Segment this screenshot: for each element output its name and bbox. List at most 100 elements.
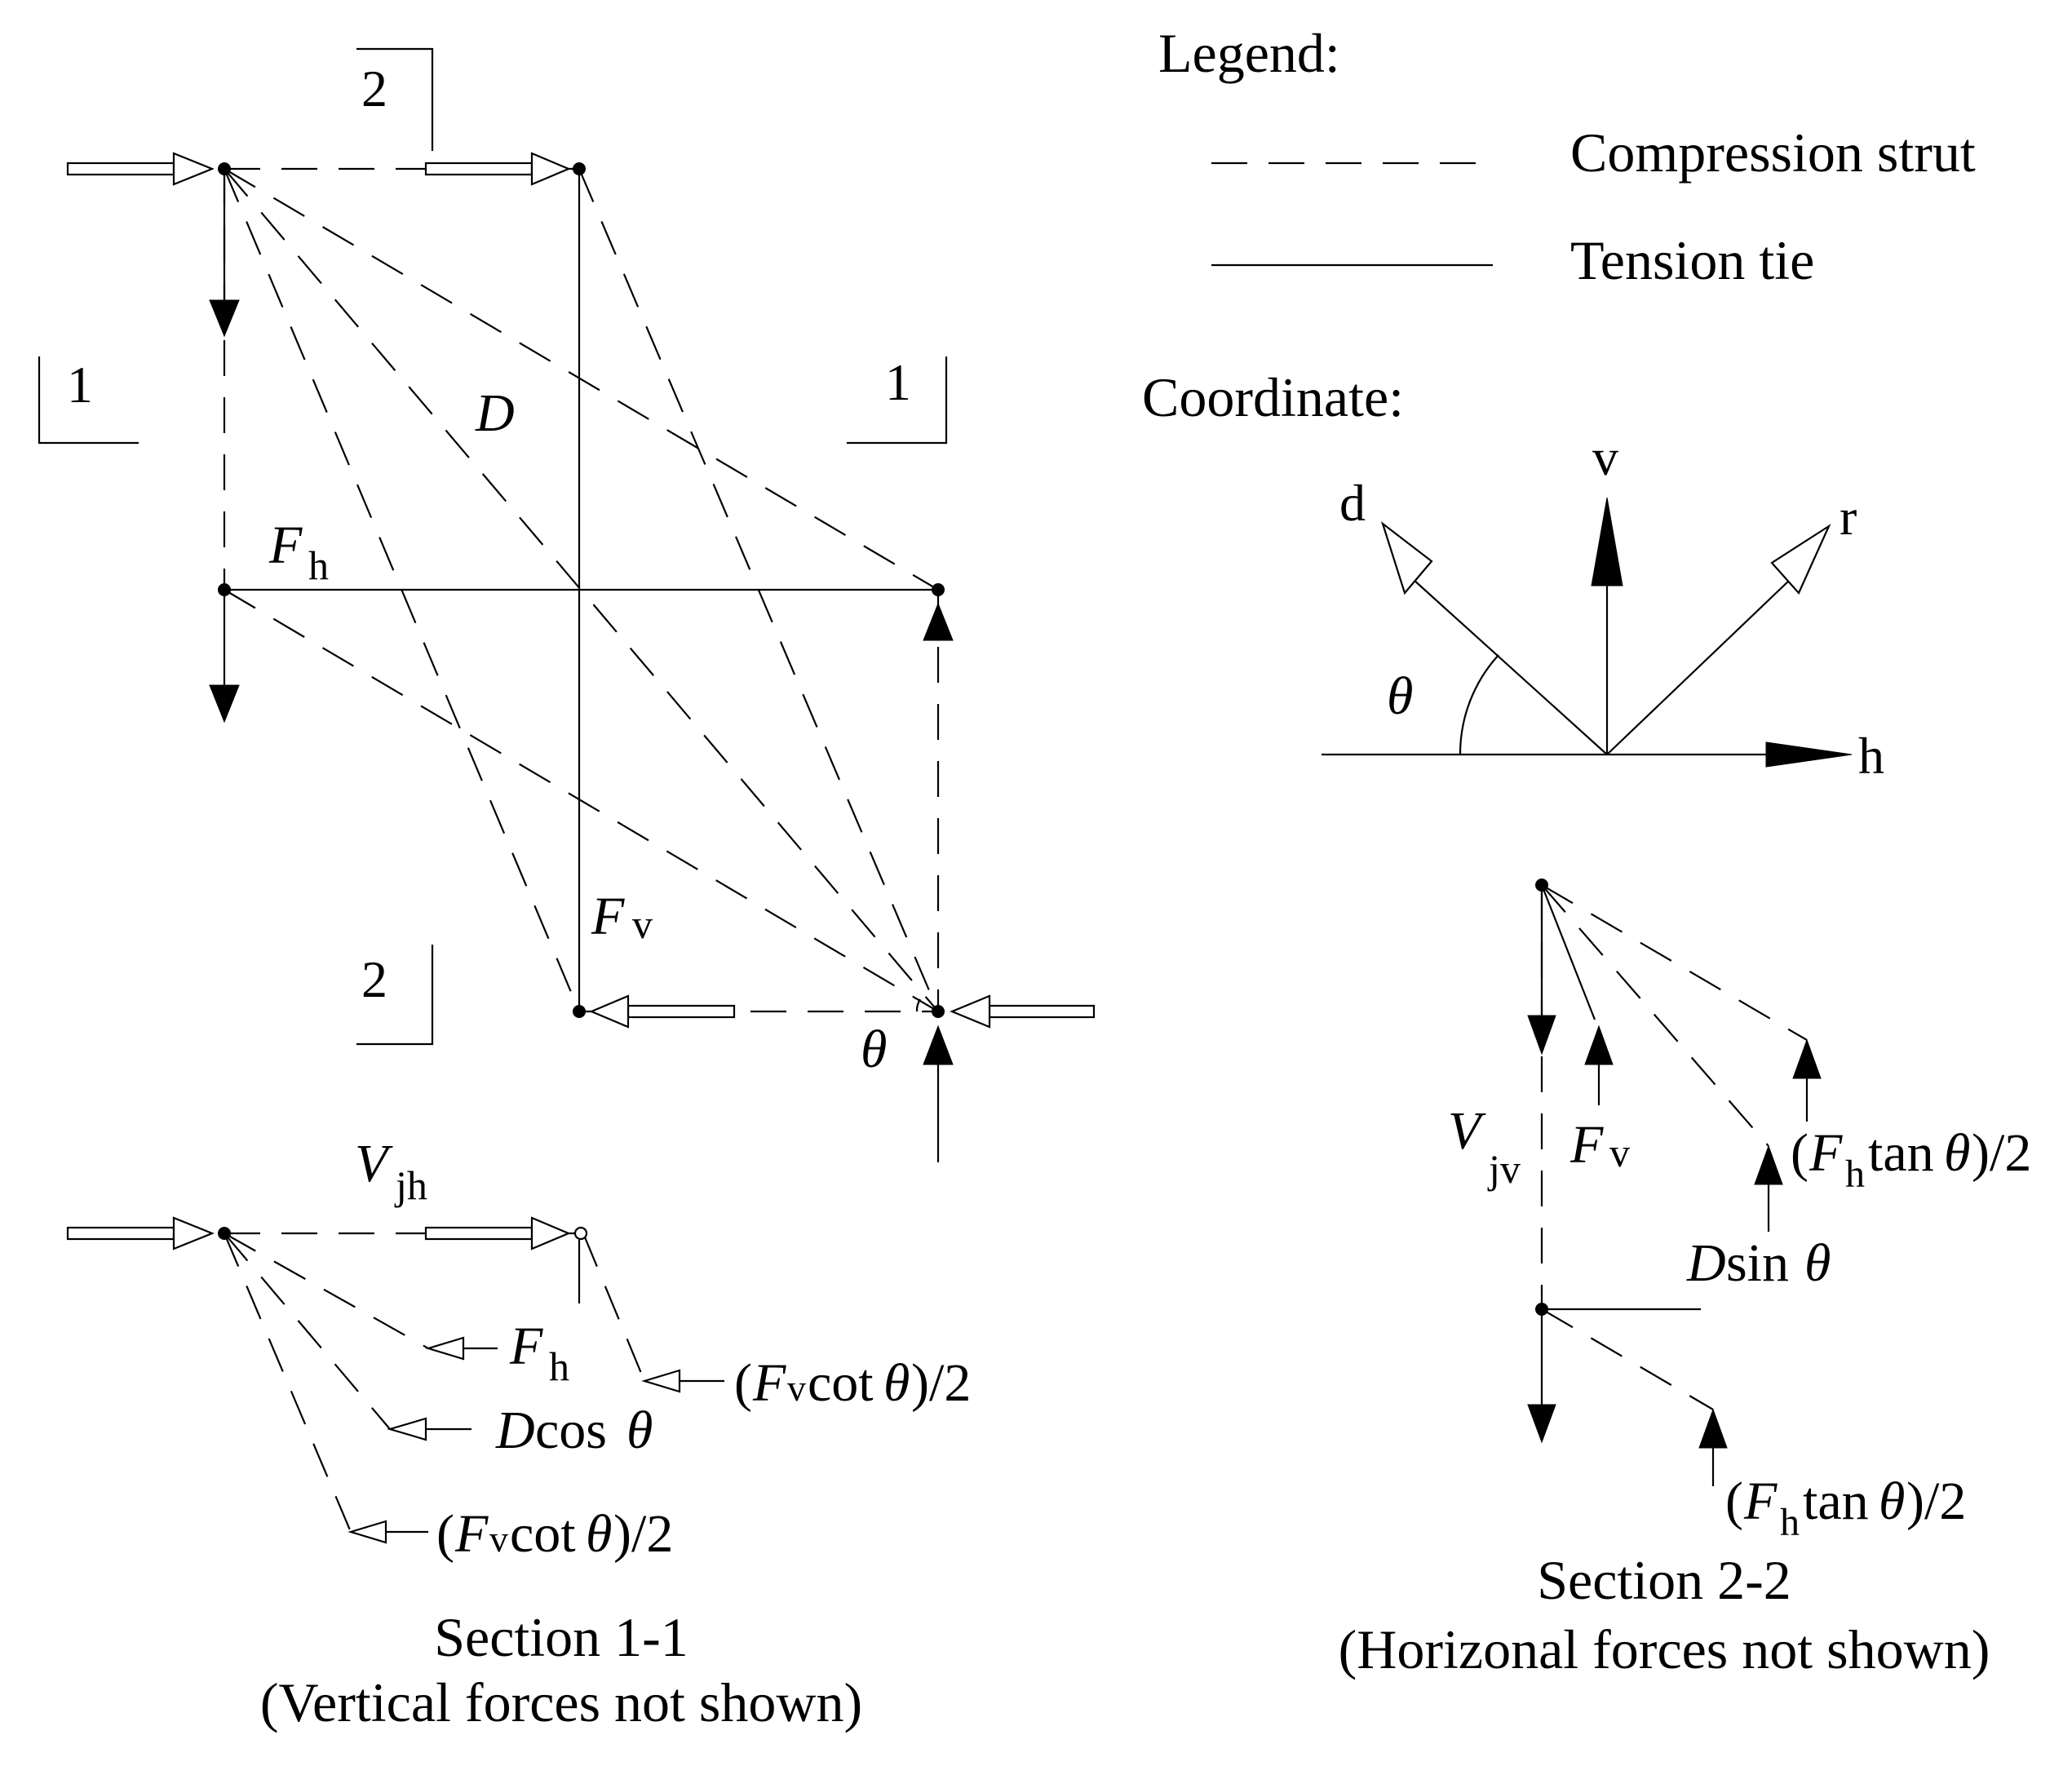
main-model: 1 2 1 1 2 xyxy=(38,47,1096,1162)
label-Fv-sub: v xyxy=(632,901,653,947)
node-mid-right xyxy=(932,583,945,596)
legend-title: Legend: xyxy=(1158,22,1340,84)
s22-arrow-fhtan-bottom-head xyxy=(1698,1408,1728,1449)
strut-fan-4 xyxy=(224,589,939,1012)
s22-arrow-upper-head xyxy=(1527,1015,1556,1056)
s22-label-V: V xyxy=(1448,1101,1486,1161)
label-Fv-F: F xyxy=(591,887,625,946)
legend-strut-label: Compression strut xyxy=(1570,122,1976,184)
s22-fhtan-t-mid: tan xyxy=(1868,1123,1934,1183)
r-axis-label: r xyxy=(1840,488,1857,546)
legend: Legend: Compression strut Tension tie xyxy=(1158,22,1976,291)
label-D: D xyxy=(475,383,515,443)
h-axis-arrowhead xyxy=(1765,741,1853,768)
cut-2-bottom-number: 2 xyxy=(361,950,387,1008)
s11-fvcot-l-theta: θ xyxy=(586,1504,612,1564)
section-2-2: V jv F v ( F h tan θ )/2 D sin θ ( F h t… xyxy=(1339,879,2031,1680)
r-axis-line xyxy=(1606,578,1791,755)
s22-dsin-rest: sin xyxy=(1726,1233,1789,1293)
s11-fvcot-l-F: F xyxy=(454,1504,489,1564)
s11-strut-dcos xyxy=(224,1233,391,1430)
s11-fvcot-r-theta: θ xyxy=(883,1353,910,1413)
strut-fan-1 xyxy=(224,168,939,591)
cut-1-right-marker xyxy=(847,356,948,445)
r-axis-arrowhead xyxy=(1770,524,1831,595)
strut-main-diagonal xyxy=(224,168,939,1012)
s22-strut-fan-1 xyxy=(1541,884,1808,1041)
s11-strut-fvcot-left xyxy=(223,1233,352,1533)
s11-fvcot-r-mid: cot xyxy=(808,1353,874,1413)
main-angle-arc xyxy=(915,998,921,1012)
s11-fvcot-l-open: ( xyxy=(436,1504,454,1564)
s22-caption-title: Section 2-2 xyxy=(1537,1549,1791,1611)
s11-arrow-left-head xyxy=(172,1216,215,1250)
s11-fvcot-l-close: )/2 xyxy=(613,1504,673,1564)
coordinate-angle-label: θ xyxy=(1387,666,1413,726)
s22-fhtan-b-mid: tan xyxy=(1803,1472,1869,1531)
s11-label-V: V xyxy=(355,1134,393,1193)
force-arrow-bottom-right-shaft xyxy=(988,1004,1096,1019)
s11-label-Dcos-theta: θ xyxy=(626,1401,653,1460)
s22-arrow-lower-head xyxy=(1527,1404,1556,1444)
s22-label-Fv-sub: v xyxy=(1609,1130,1630,1175)
cut-1-right-number: 1 xyxy=(885,353,911,411)
s22-label-V-sub: jv xyxy=(1487,1146,1521,1192)
s22-fhtan-b-open: ( xyxy=(1725,1472,1743,1531)
coordinate-system: Coordinate: h v d r θ xyxy=(1142,366,1884,785)
label-Fh-F: F xyxy=(268,516,303,575)
s11-arrow-mid-head xyxy=(530,1216,571,1250)
s22-fhtan-t-theta: θ xyxy=(1944,1123,1970,1183)
force-arrow-top-left-shaft xyxy=(66,162,175,176)
s11-arrow-fvcot-right-head xyxy=(641,1369,681,1393)
s22-arrow-fhtan-top-head xyxy=(1792,1038,1822,1079)
s11-arrow-mid-shaft xyxy=(424,1226,533,1241)
v-axis-label: v xyxy=(1592,428,1618,486)
h-axis-label: h xyxy=(1858,727,1884,785)
s11-strut-fh xyxy=(224,1233,429,1349)
s11-fvcot-r-sub: v xyxy=(787,1367,806,1409)
force-arrow-top-left-head xyxy=(172,152,215,186)
s22-tie-fan xyxy=(1540,884,1596,1020)
force-arrow-top-mid-head xyxy=(530,152,571,186)
label-Fh-sub: h xyxy=(308,542,329,588)
force-arrow-bottom-mid-head xyxy=(589,994,630,1029)
node-mid-left xyxy=(218,583,231,596)
s11-fvcot-l-mid: cot xyxy=(510,1504,576,1564)
s22-fhtan-t-sub: h xyxy=(1845,1153,1865,1196)
s22-fhtan-b-theta: θ xyxy=(1879,1472,1905,1531)
s22-fhtan-b-sub: h xyxy=(1780,1501,1800,1544)
force-arrow-top-mid-shaft xyxy=(424,162,533,176)
s22-fhtan-b-close: )/2 xyxy=(1906,1472,1966,1531)
force-arrow-left-upper-head xyxy=(209,299,240,338)
s11-node-left xyxy=(218,1227,231,1240)
s11-fvcot-r-close: )/2 xyxy=(911,1353,971,1413)
s22-fhtan-t-open: ( xyxy=(1791,1123,1809,1183)
s22-dsin-D: D xyxy=(1686,1233,1726,1293)
force-arrow-bottom-mid-shaft xyxy=(626,1004,736,1019)
s11-caption-title: Section 1-1 xyxy=(434,1606,688,1668)
force-arrow-bottom-right-head xyxy=(950,994,991,1029)
cut-2-top-number: 2 xyxy=(361,60,387,117)
s11-fvcot-r-F: F xyxy=(752,1353,786,1413)
s22-fhtan-t-F: F xyxy=(1809,1123,1843,1183)
s22-node-bottom xyxy=(1535,1303,1548,1316)
s11-arrow-dcos-head xyxy=(387,1417,427,1441)
s22-fhtan-b-F: F xyxy=(1743,1472,1778,1531)
s11-arrow-fvcot-left-head xyxy=(348,1520,387,1544)
s11-label-Fh-sub: h xyxy=(549,1343,569,1389)
d-axis-arrowhead xyxy=(1380,520,1433,595)
s22-fhtan-t-close: )/2 xyxy=(1972,1123,2031,1183)
cut-1-left-number: 1 xyxy=(67,356,93,414)
s22-strut-fan-2 xyxy=(1541,884,1769,1147)
s22-dsin-theta: θ xyxy=(1804,1233,1831,1293)
node-top-right xyxy=(573,162,586,175)
s11-caption-note: (Vertical forces not shown) xyxy=(260,1671,862,1733)
d-axis-label: d xyxy=(1339,474,1366,532)
force-arrow-right-lower-head xyxy=(923,1025,954,1065)
node-bottom-left xyxy=(573,1005,586,1018)
node-bottom-right xyxy=(932,1005,945,1018)
coordinate-angle-arc xyxy=(1459,654,1499,755)
section-1-1: V jh F h D cos θ ( F v cot θ )/2 ( F v c… xyxy=(66,1134,971,1733)
